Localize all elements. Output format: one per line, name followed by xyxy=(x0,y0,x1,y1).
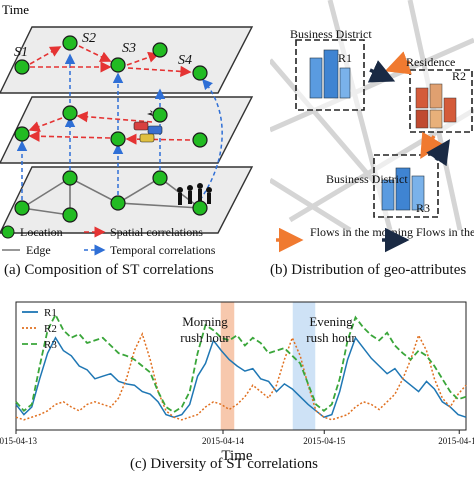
node-label-s1: S1 xyxy=(14,45,28,60)
flow-arrow-evening-r1-r2 xyxy=(367,60,396,83)
temporal-arrows xyxy=(16,53,223,201)
legend-label-r2: R2 xyxy=(44,323,57,335)
legend-label-r1: R1 xyxy=(44,307,57,319)
panel-b: Business District R1 Residence R2 Busine… xyxy=(268,0,474,260)
geo-map-diagram: Business District R1 Residence R2 Busine… xyxy=(268,0,474,253)
crowd-icon xyxy=(177,183,212,205)
annotation-line1-1: Evening xyxy=(309,314,353,329)
node-label-s4: S4 xyxy=(178,53,192,68)
region-r3-label: Business District xyxy=(326,172,408,186)
panel-a: Time xyxy=(0,0,262,260)
plane-middle xyxy=(0,96,254,164)
residence-houses-icon-r2 xyxy=(415,83,457,129)
office-buildings-icon-r1 xyxy=(309,49,351,99)
region-r2-id: R2 xyxy=(452,69,466,83)
rush-hour-band-1 xyxy=(292,302,316,430)
legend-morning: Flows in the morning xyxy=(310,225,413,239)
annotation-line2-0: rush hour xyxy=(180,330,230,345)
time-axis-label: Time xyxy=(2,2,29,17)
region-r1-label: Business District xyxy=(290,27,372,41)
legend-spatial: Spatial correlations xyxy=(110,225,203,239)
x-axis-label: Time xyxy=(221,448,252,464)
location-nodes xyxy=(14,35,208,223)
region-r3-id: R3 xyxy=(416,201,430,215)
legend-location-marker xyxy=(1,225,15,239)
flow-arrow-evening-r3-r2 xyxy=(426,139,450,167)
legend-label-r3: R3 xyxy=(44,339,57,351)
node-label-s2: S2 xyxy=(82,31,96,46)
x-tick-label-2: 2015-04-15 xyxy=(303,436,345,446)
x-tick-label-1: 2015-04-14 xyxy=(202,436,244,446)
caption-b: (b) Distribution of geo-attributes xyxy=(270,262,467,278)
series-line-r1 xyxy=(15,336,467,419)
legend-evening: Flows in the evening xyxy=(416,225,474,239)
x-tick-label-3: 2015-04-16 xyxy=(438,436,474,446)
legend-temporal: Temporal correlations xyxy=(110,243,216,257)
plane-bottom xyxy=(0,166,254,234)
x-tick-label-0: 2015-04-13 xyxy=(0,436,37,446)
node-label-s3: S3 xyxy=(122,41,136,56)
caption-a: (a) Composition of ST correlations xyxy=(4,262,214,278)
rush-hour-band-0 xyxy=(220,302,235,430)
office-buildings-icon-r3 xyxy=(381,167,425,211)
legend-edge: Edge xyxy=(26,243,51,257)
st-graph-diagram: Time xyxy=(0,2,254,257)
annotation-line2-1: rush hour xyxy=(306,330,356,345)
spatial-arrows xyxy=(28,45,192,145)
annotation-line1-0: Morning xyxy=(182,314,228,329)
traffic-accident-icon xyxy=(133,110,163,143)
region-r2-label: Residence xyxy=(406,55,455,69)
region-r1-id: R1 xyxy=(338,51,352,65)
plot-frame xyxy=(15,301,467,431)
legend-location: Location xyxy=(20,225,63,239)
series-line-r2 xyxy=(15,331,467,421)
series-line-r3 xyxy=(15,312,467,414)
caption-c: (c) Diversity of ST correlations xyxy=(130,456,319,472)
